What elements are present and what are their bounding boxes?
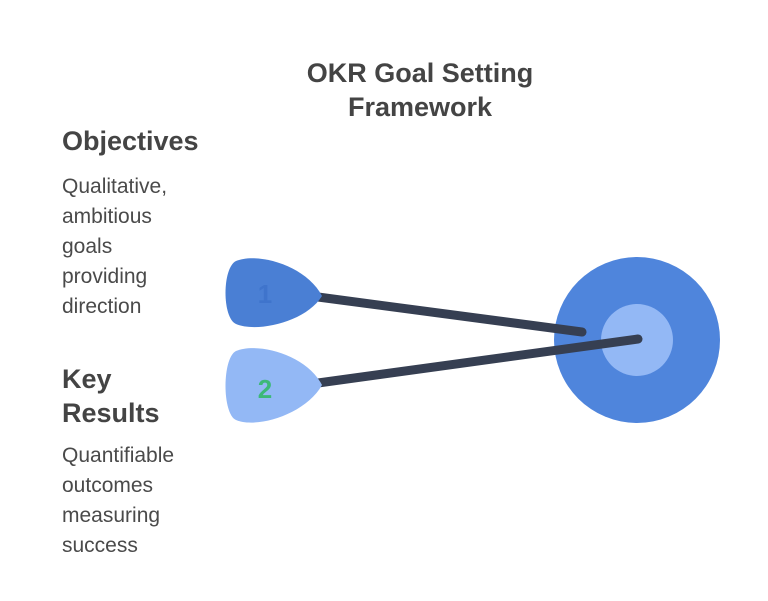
title-line-2: Framework — [347, 92, 493, 122]
key-results-marker — [225, 348, 322, 423]
objectives-desc-line: providing — [62, 265, 148, 288]
key-results-heading-line: Key — [62, 364, 112, 394]
objectives-marker-number: 1 — [258, 279, 272, 309]
title-line-1: OKR Goal Setting — [306, 58, 534, 88]
key-results-desc-line: Quantifiable — [62, 444, 175, 467]
objectives-heading: Objectives — [62, 126, 199, 156]
key-results-desc-line: outcomes — [62, 474, 154, 497]
objectives-description: Qualitative, ambitious goals providing d… — [62, 172, 167, 322]
key-results-desc-line: measuring — [62, 504, 161, 527]
objectives-desc-line: ambitious — [62, 205, 152, 228]
objectives-desc-line: goals — [62, 235, 113, 258]
key-results-marker-number: 2 — [258, 374, 272, 404]
connector-line-objectives — [313, 292, 587, 337]
key-results-heading-line: Results — [62, 398, 160, 428]
objectives-desc-line: Qualitative, — [62, 175, 168, 198]
key-results-desc-line: success — [62, 534, 138, 557]
connector-line-key-results — [313, 334, 643, 388]
objectives-desc-line: direction — [62, 295, 142, 318]
diagram-title: OKR Goal Setting Framework — [270, 56, 570, 124]
key-results-description: Quantifiable outcomes measuring success — [62, 441, 174, 561]
objectives-marker — [225, 258, 322, 328]
key-results-heading: Key Results — [62, 362, 160, 430]
